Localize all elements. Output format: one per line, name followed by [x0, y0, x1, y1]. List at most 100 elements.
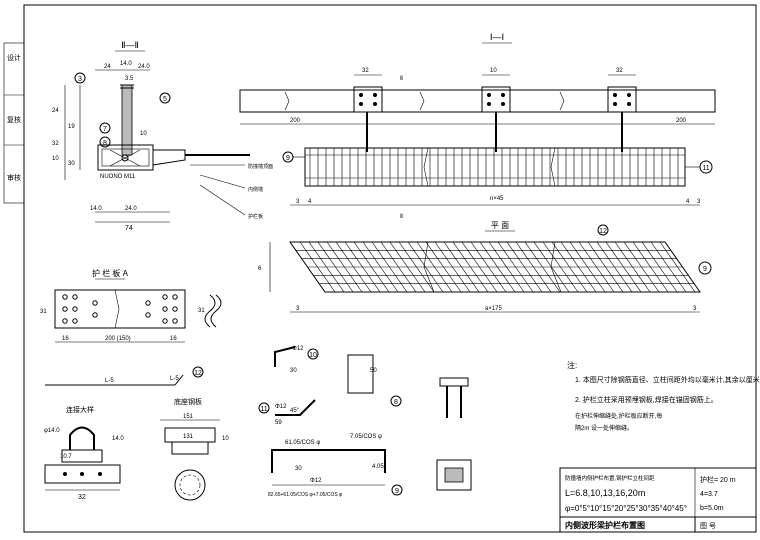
- dim-left-1: 24: [104, 64, 111, 70]
- dim-left-13: 74: [125, 225, 133, 232]
- bar10-dim-1: Φ12: [292, 346, 304, 352]
- notes-block: 注: 1. 本图尺寸除钢筋直径、立柱间距外均以毫米计,其余以厘米计。 2. 护栏…: [567, 360, 760, 432]
- bracket-view: [164, 427, 216, 501]
- base-label: NUONO M11: [100, 174, 136, 180]
- signature-column: [3, 42, 25, 204]
- post-elevation-3: [607, 86, 637, 152]
- anchor-dim-1: φ14.0: [44, 428, 60, 434]
- dim-left-7: 10: [52, 156, 59, 162]
- dim-right-8: n×45: [490, 196, 504, 202]
- svg-text:8: 8: [103, 140, 107, 147]
- svg-text:10: 10: [309, 352, 317, 359]
- callout-12-bar: 12: [192, 366, 204, 378]
- plate-dim-r: 16: [170, 336, 177, 342]
- label-wall: 内侧墙: [248, 186, 263, 193]
- plate-profile: [204, 294, 216, 328]
- svg-text:9: 9: [703, 266, 707, 273]
- dim-right-14: 3: [693, 306, 697, 312]
- bar11-dim-3: Φ12: [275, 404, 287, 410]
- anchor-dim-4: 32: [78, 494, 86, 501]
- svg-text:9: 9: [286, 155, 290, 162]
- anchor-dim-3: 14.0: [112, 436, 124, 442]
- svg-text:12: 12: [599, 228, 607, 235]
- callout-11-elev: 11: [699, 160, 713, 174]
- dim-left-12: 24.0: [125, 206, 137, 212]
- svg-text:11: 11: [702, 165, 709, 172]
- dim-left-2: 14.0: [120, 61, 132, 67]
- post-elevation-2: [481, 86, 511, 152]
- svg-text:3: 3: [78, 76, 82, 83]
- dim-left-6: 32: [52, 141, 59, 147]
- dim-right-7: 4: [308, 199, 312, 205]
- dim-right-6: 3: [296, 199, 300, 205]
- title-row-1: 防撞墙内侧护栏布置,钢护栏立柱间距: [565, 474, 655, 482]
- bracket-dim-3: 10: [222, 436, 229, 442]
- note-3: 在护栏伸缩缝处,护栏板应断开,每: [575, 412, 662, 420]
- mesh-elevation: [304, 147, 686, 187]
- note-2: 2. 护栏立柱采用预埋钢板,焊接在锚固钢筋上。: [575, 395, 718, 404]
- bracket-title: 底座钢板: [174, 397, 202, 406]
- bar-10: 10: [274, 346, 319, 367]
- plate-dim-l: 16: [62, 336, 69, 342]
- anchor-dim-2: 10.7: [60, 454, 72, 460]
- bar9-dim-3: 30: [295, 466, 302, 472]
- dim-right-9: 4: [686, 199, 690, 205]
- drawing-number-label: 图 号: [700, 522, 716, 530]
- title-block: 防撞墙内侧护栏布置,钢护栏立柱间距 L=6.8,10,13,16,20m φ=0…: [559, 467, 757, 533]
- dim-left-9: 30: [68, 161, 75, 167]
- title-right-1: 护栏= 20 m: [700, 475, 736, 484]
- rail-elevation: [239, 89, 716, 113]
- bar8-dim: 50: [370, 368, 377, 374]
- bar9-dim-5: Φ12: [310, 478, 322, 484]
- bar11-dim-2: 59: [275, 420, 282, 426]
- svg-text:7: 7: [103, 126, 107, 133]
- note-4: 隔2m 设一处伸缩缝。: [575, 424, 633, 432]
- plate-profile-dim: 31: [198, 308, 205, 314]
- callout-5: 5: [159, 92, 171, 104]
- callout-7: 7: [99, 122, 111, 134]
- note-1: 1. 本图尺寸除钢筋直径、立柱间距外均以毫米计,其余以厘米计。: [575, 375, 760, 384]
- dim-right-2: 10: [490, 68, 497, 74]
- svg-text:5: 5: [163, 96, 167, 103]
- bar9-dim-1: 61.05/COS φ: [285, 440, 320, 446]
- section-title-right: Ⅰ—Ⅰ: [490, 32, 504, 42]
- callout-12: 12: [597, 224, 609, 236]
- plate-dim-mid: 200 (150): [105, 336, 131, 342]
- dim-left-3: 24.0: [138, 64, 150, 70]
- side-label-3: 审核: [7, 173, 21, 182]
- dim-left-5: 24: [52, 108, 59, 114]
- label-wall-top: 防撞墙顶面: [248, 163, 273, 170]
- bar9-dim-6: 82.65+61.05/COS φ+7.05/COS φ: [268, 492, 343, 498]
- dim-right-12: a×175: [485, 306, 503, 312]
- svg-text:9: 9: [395, 488, 399, 495]
- bar-9: 9: [271, 449, 403, 496]
- callout-9-plan: 9: [698, 261, 712, 275]
- dim-left-10: 10: [140, 131, 147, 137]
- plan-mesh: [289, 241, 701, 293]
- drawing-title: 内侧波形梁护栏布置图: [565, 520, 645, 530]
- svg-text:12: 12: [194, 370, 202, 377]
- bar-L5-label: L-5: [105, 378, 114, 384]
- anchor-title: 连接大样: [66, 405, 94, 414]
- bolt-detail: [436, 377, 472, 491]
- bracket-dim-2: 131: [183, 434, 194, 440]
- svg-text:8: 8: [394, 399, 398, 406]
- callout-8: 8: [99, 136, 111, 148]
- side-label-2: 复核: [7, 115, 21, 124]
- bar10-dim-2: 30: [290, 368, 297, 374]
- axis-II-top: Ⅱ: [400, 76, 403, 82]
- bar-8: 8: [347, 354, 402, 407]
- plate-dim-h: 31: [40, 309, 47, 315]
- dim-right-4: 200: [290, 118, 301, 124]
- bar9-dim-2: 7.05/COS φ: [350, 434, 382, 440]
- bar11-dim-1: 45°: [290, 408, 300, 414]
- dim-right-13: 3: [296, 306, 300, 312]
- bar-11: 11: [258, 399, 316, 416]
- bar9-dim-4: 4.05: [372, 464, 384, 470]
- plan-title: 平 面: [491, 221, 509, 230]
- side-label-1: 设计: [7, 53, 21, 62]
- guard-plate-view: [54, 289, 186, 329]
- axis-II-bot: Ⅱ: [400, 214, 403, 220]
